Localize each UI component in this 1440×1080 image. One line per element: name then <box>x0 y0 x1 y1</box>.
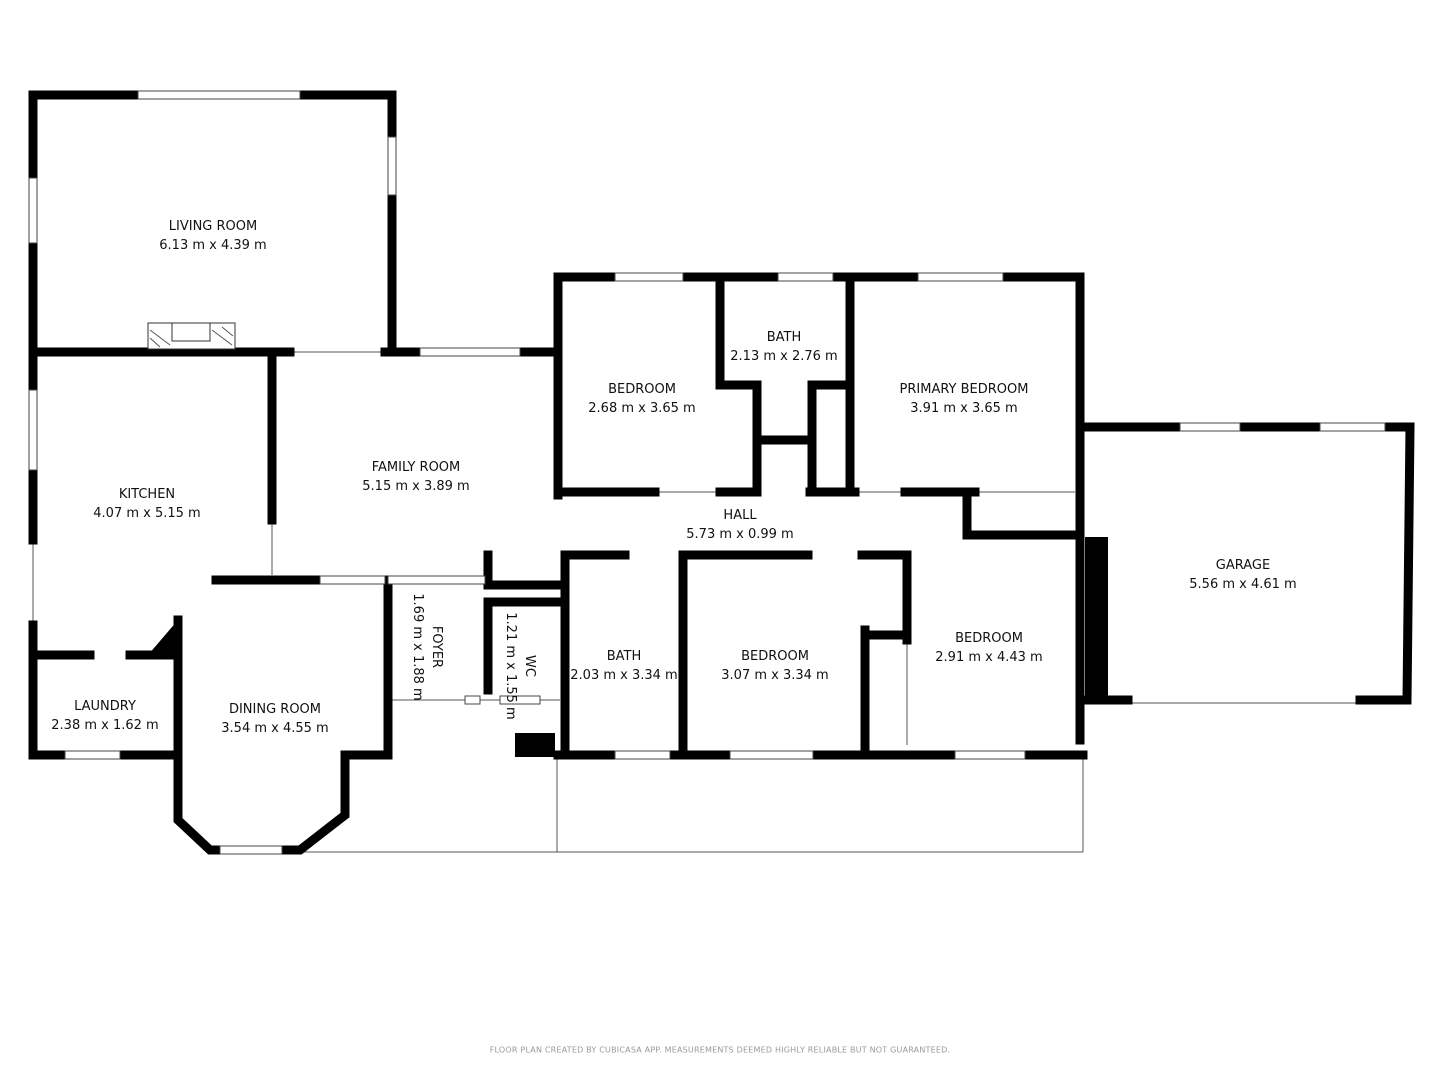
room-size: 2.13 m x 2.76 m <box>730 349 838 364</box>
room-label-laundry: LAUNDRY 2.38 m x 1.62 m <box>51 697 158 735</box>
room-size: 2.38 m x 1.62 m <box>51 718 159 733</box>
room-name: BATH <box>606 649 642 664</box>
room-label-bath-2: BATH 2.03 m x 3.34 m <box>570 647 677 685</box>
room-size: 6.13 m x 4.39 m <box>159 238 267 253</box>
room-size: 5.73 m x 0.99 m <box>686 527 794 542</box>
room-name: LAUNDRY <box>74 699 136 714</box>
room-name: FOYER <box>429 625 444 669</box>
room-name: FAMILY ROOM <box>371 460 461 475</box>
room-label-bedroom-2: BEDROOM 3.07 m x 3.34 m <box>721 647 828 685</box>
room-size: 1.21 m x 1.55 m <box>503 612 518 720</box>
room-label-family-room: FAMILY ROOM 5.15 m x 3.89 m <box>362 458 469 496</box>
room-name: BEDROOM <box>741 649 809 664</box>
room-label-kitchen: KITCHEN 4.07 m x 5.15 m <box>93 485 200 523</box>
room-size: 2.91 m x 4.43 m <box>935 650 1043 665</box>
room-size: 1.69 m x 1.88 m <box>410 593 425 701</box>
room-label-hall: HALL 5.73 m x 0.99 m <box>686 506 793 544</box>
solid-blocks <box>148 537 1108 757</box>
windows <box>28 90 1386 855</box>
room-name: BATH <box>766 330 802 345</box>
room-name: LIVING ROOM <box>168 219 258 234</box>
room-size: 3.54 m x 4.55 m <box>221 721 329 736</box>
room-size: 5.56 m x 4.61 m <box>1189 577 1297 592</box>
room-label-wc: WC 1.21 m x 1.55 m <box>501 612 539 719</box>
room-label-bedroom-3: BEDROOM 2.91 m x 4.43 m <box>935 629 1042 667</box>
room-label-bedroom-1: BEDROOM 2.68 m x 3.65 m <box>588 380 695 418</box>
room-label-primary-bedroom: PRIMARY BEDROOM 3.91 m x 3.65 m <box>900 380 1029 418</box>
room-name: WC <box>522 655 537 677</box>
room-name: PRIMARY BEDROOM <box>899 382 1029 397</box>
room-name: KITCHEN <box>118 487 176 502</box>
room-size: 5.15 m x 3.89 m <box>362 479 470 494</box>
room-size: 2.03 m x 3.34 m <box>570 668 678 683</box>
room-label-dining-room: DINING ROOM 3.54 m x 4.55 m <box>221 700 328 738</box>
fireplace-icon <box>147 322 236 350</box>
room-size: 4.07 m x 5.15 m <box>93 506 201 521</box>
room-label-bath-1: BATH 2.13 m x 2.76 m <box>730 328 837 366</box>
room-name: HALL <box>723 508 757 523</box>
room-label-garage: GARAGE 5.56 m x 4.61 m <box>1189 556 1296 594</box>
room-size: 2.68 m x 3.65 m <box>588 401 696 416</box>
room-name: BEDROOM <box>608 382 676 397</box>
room-name: BEDROOM <box>955 631 1023 646</box>
room-size: 3.91 m x 3.65 m <box>910 401 1018 416</box>
room-label-foyer: FOYER 1.69 m x 1.88 m <box>408 593 446 700</box>
room-name: DINING ROOM <box>228 702 322 717</box>
room-label-living-room: LIVING ROOM 6.13 m x 4.39 m <box>159 217 266 255</box>
disclaimer-footer: FLOOR PLAN CREATED BY CUBICASA APP. MEAS… <box>489 1045 951 1055</box>
room-name: GARAGE <box>1215 558 1271 573</box>
room-size: 3.07 m x 3.34 m <box>721 668 829 683</box>
